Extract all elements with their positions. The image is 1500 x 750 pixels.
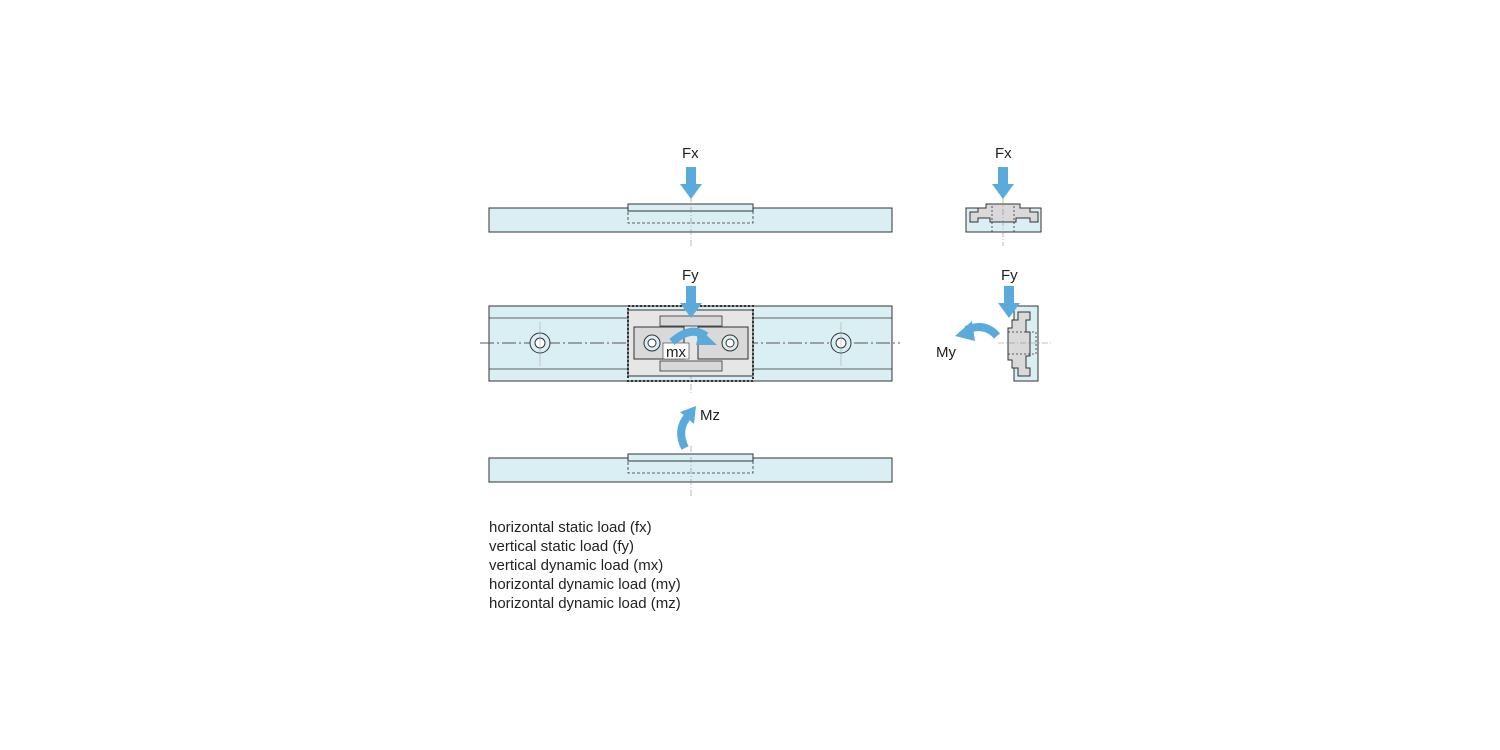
bottom-view-mz: Mz xyxy=(488,406,893,496)
label-mx: mx xyxy=(666,344,686,361)
label-mz: Mz xyxy=(700,407,720,424)
label-fy-side: Fy xyxy=(1001,267,1018,284)
legend-item-fx: horizontal static load (fx) xyxy=(489,519,652,536)
label-my: My xyxy=(936,344,956,361)
rail-bottom xyxy=(488,457,893,483)
curved-arrow-icon xyxy=(677,406,696,450)
label-fx-front: Fx xyxy=(682,145,699,162)
rail-front xyxy=(488,207,893,233)
legend-item-mz: horizontal dynamic load (mz) xyxy=(489,595,681,612)
down-arrow-icon xyxy=(992,167,1014,199)
side-view-fx: Fx xyxy=(965,145,1042,246)
curved-arrow-icon xyxy=(955,321,1001,341)
label-fy-top: Fy xyxy=(682,267,699,284)
curved-arrow-icon xyxy=(669,327,717,346)
label-fx-side: Fx xyxy=(995,145,1012,162)
carriage-outline xyxy=(627,203,754,212)
down-arrow-icon xyxy=(680,167,702,199)
legend-item-fy: vertical static load (fy) xyxy=(489,538,635,555)
front-view-fx: Fx xyxy=(488,145,893,248)
legend-item-mx: vertical dynamic load (mx) xyxy=(489,557,664,574)
down-arrow-icon xyxy=(998,286,1020,318)
side-view-fy: Fy My xyxy=(936,267,1052,382)
legend: horizontal static load (fx) vertical sta… xyxy=(489,518,681,613)
down-arrow-icon xyxy=(680,286,702,318)
legend-item-my: horizontal dynamic load (my) xyxy=(489,576,681,593)
top-view-fy: Fy mx xyxy=(480,267,900,395)
